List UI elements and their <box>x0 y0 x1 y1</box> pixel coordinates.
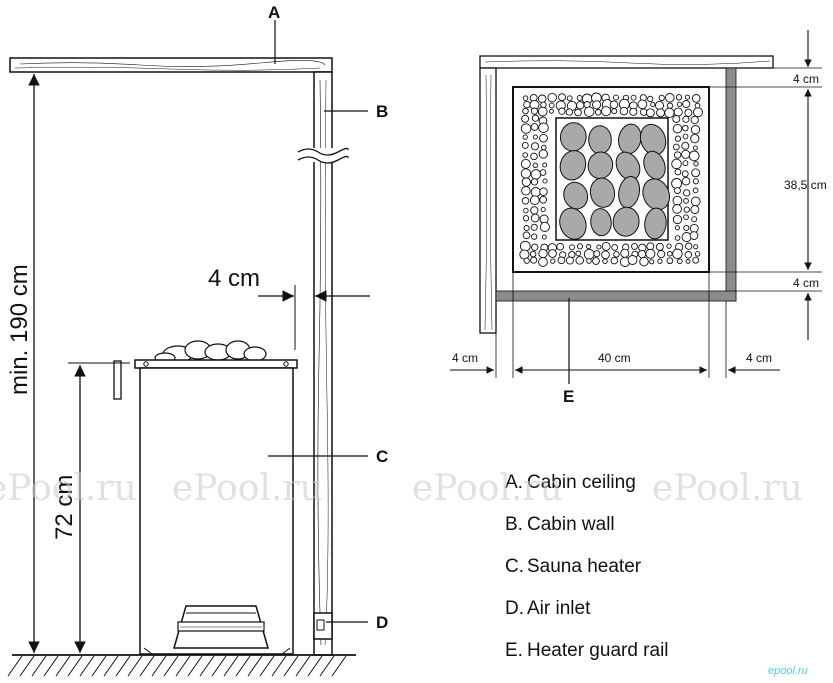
heater-depth-label: 38,5 cm <box>784 178 827 192</box>
label-d: D <box>376 613 388 632</box>
heater-stones <box>154 340 267 364</box>
legend-text: Heater guard rail <box>527 640 669 661</box>
cabin-ceiling <box>9 57 333 73</box>
depth-dimensions: 4 cm 38,5 cm 4 cm <box>709 30 827 340</box>
legend-text: Sauna heater <box>527 556 642 577</box>
sauna-heater <box>134 340 298 655</box>
label-e: E <box>563 387 574 406</box>
legend-text: Cabin wall <box>527 514 615 535</box>
wall-gap-dimension: 4 cm <box>208 265 370 350</box>
cabin-wall <box>296 71 349 656</box>
legend-letter: E. <box>505 640 523 661</box>
watermark-4: ePool.ru <box>652 468 803 509</box>
rail-gap-label: 4 cm <box>793 276 819 290</box>
legend-text: Cabin ceiling <box>527 472 636 493</box>
watermark-1: ePool.ru <box>0 468 137 509</box>
watermark-3: ePool.ru <box>412 468 563 509</box>
legend-text: Air inlet <box>527 598 591 619</box>
top-gap-label: 4 cm <box>793 72 819 86</box>
min-height-dimension: min. 190 cm <box>6 74 40 653</box>
legend-letter: D. <box>505 598 524 619</box>
heater-width-label: 40 cm <box>598 351 631 365</box>
legend-letter: C. <box>505 556 524 577</box>
heater-guard-rail <box>495 67 737 302</box>
label-a: A <box>268 3 280 22</box>
top-view: 4 cm 38,5 cm 4 cm 4 cm 40 cm 4 cm E <box>450 30 827 406</box>
watermark-2: ePool.ru <box>172 468 323 509</box>
label-b: B <box>376 102 388 121</box>
guard-rail-post <box>113 360 122 400</box>
floor <box>7 654 356 677</box>
min-height-label: min. 190 cm <box>6 264 33 395</box>
heater-height-label: 72 cm <box>51 475 78 540</box>
legend-letter: B. <box>505 514 523 535</box>
legend-letter: A. <box>505 472 523 493</box>
width-dimensions: 4 cm 40 cm 4 cm <box>450 272 780 378</box>
heater-height-dimension: 72 cm <box>51 362 130 653</box>
side-view: min. 190 cm 72 cm 4 cm A B C D <box>6 3 388 677</box>
watermarks: ePool.ru ePool.ru ePool.ru ePool.ru <box>0 468 803 509</box>
wall-gap-label: 4 cm <box>208 265 260 292</box>
right-gap-label: 4 cm <box>746 351 772 365</box>
left-gap-label: 4 cm <box>452 351 478 365</box>
label-c: C <box>376 447 388 466</box>
site-logo: epool.ru <box>768 665 808 677</box>
air-inlet <box>313 612 333 640</box>
heater-top-view <box>512 86 710 273</box>
